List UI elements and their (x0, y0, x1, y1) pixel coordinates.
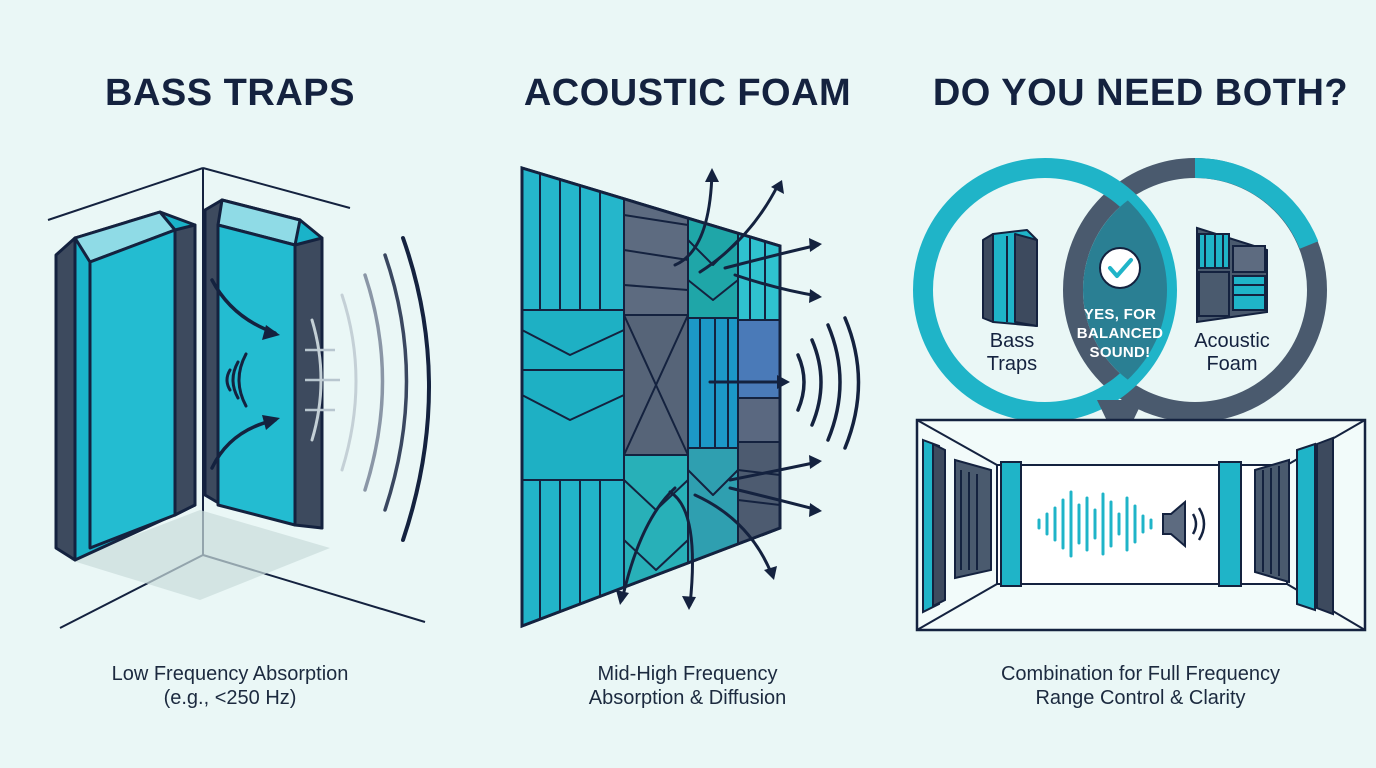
venn-overlap-label-line: YES, FOR (1083, 306, 1157, 323)
bass-traps-illustration (47, 167, 431, 629)
foam-wall (520, 165, 782, 629)
venn-left-label-line: Traps (986, 353, 1038, 375)
venn-overlap (1083, 178, 1167, 402)
need-both-caption: Combination for Full Frequency Range Con… (905, 662, 1376, 710)
mini-bass-trap-icon (982, 229, 1038, 327)
venn-overlap-label-line: BALANCED (1076, 325, 1164, 342)
speaker-icon (1162, 499, 1206, 549)
sound-wave-icon (1037, 490, 1153, 558)
caption-line: (e.g., <250 Hz) (163, 687, 297, 709)
caption-line: Combination for Full Frequency (1000, 663, 1280, 685)
bass-trap-left (54, 210, 197, 562)
caption-line: Low Frequency Absorption (111, 663, 349, 685)
sound-waves-outgoing (310, 236, 431, 542)
venn-overlap-label-line: SOUND! (1089, 344, 1151, 361)
need-both-panel: DO YOU NEED BOTH? (905, 0, 1376, 768)
venn-left-label: Bass Traps (967, 330, 1057, 376)
acoustic-foam-caption: Mid-High Frequency Absorption & Diffusio… (460, 662, 915, 710)
venn-right-label-line: Foam (1206, 353, 1258, 375)
mini-acoustic-foam-icon (1196, 226, 1268, 324)
check-icon (1099, 247, 1141, 289)
acoustic-foam-panel: ACOUSTIC FOAM (460, 0, 915, 768)
venn-right-label-line: Acoustic (1194, 330, 1270, 352)
bass-traps-title: BASS TRAPS (105, 72, 355, 114)
caption-line: Range Control & Clarity (1035, 687, 1246, 709)
arrowheads (616, 168, 822, 610)
venn-overlap-label: YES, FOR BALANCED SOUND! (1065, 305, 1175, 362)
venn-and-room-illustration (913, 157, 1367, 632)
acoustic-foam-illustration (520, 165, 861, 629)
room-illustration (915, 418, 1367, 632)
bass-traps-caption: Low Frequency Absorption (e.g., <250 Hz) (0, 662, 460, 710)
sound-wave-icon (796, 316, 861, 450)
need-both-title: DO YOU NEED BOTH? (932, 72, 1349, 114)
caption-line: Absorption & Diffusion (588, 687, 787, 709)
sound-wave-icon (225, 352, 248, 408)
bass-traps-panel: BASS TRAPS (0, 0, 460, 768)
caption-line: Mid-High Frequency (597, 663, 778, 685)
venn-left-label-line: Bass (989, 330, 1035, 352)
bass-trap-right (203, 198, 324, 530)
venn-right-label: Acoustic Foam (1177, 330, 1287, 376)
acoustic-foam-title: ACOUSTIC FOAM (523, 72, 852, 114)
